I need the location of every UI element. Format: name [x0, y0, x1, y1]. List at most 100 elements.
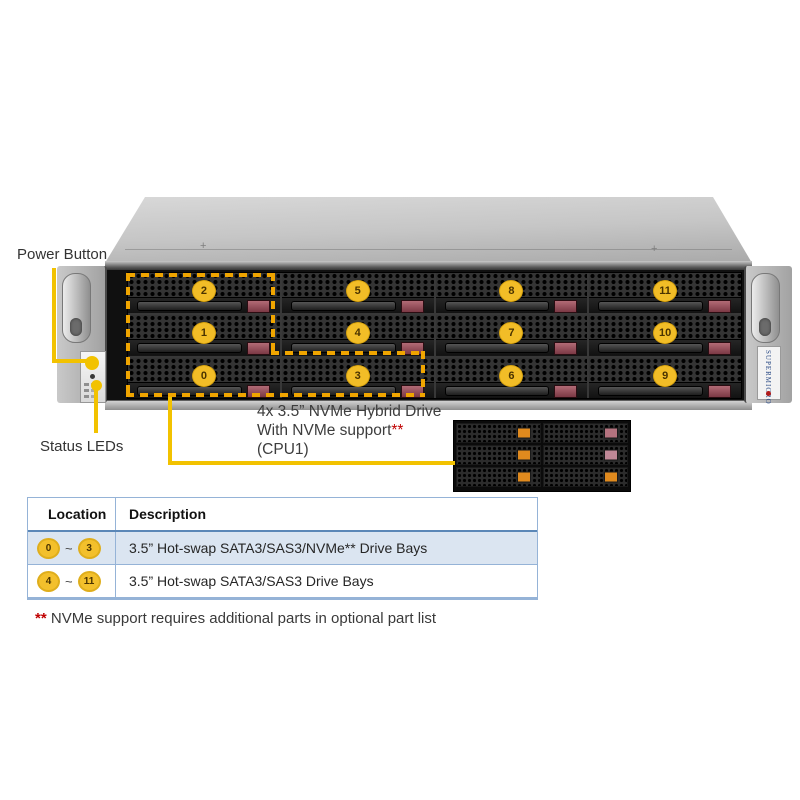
bay-latch — [246, 300, 270, 313]
bay-release-bar — [444, 385, 550, 396]
bay-release-handle — [281, 298, 434, 313]
status-led-icon — [91, 389, 94, 392]
bay-number-badge: 11 — [653, 280, 678, 302]
bay-number-badge: 4 — [345, 322, 370, 345]
power-button-pointer-dot — [85, 356, 99, 370]
description-cell: 3.5” Hot-swap SATA3/SAS3 Drive Bays — [129, 573, 374, 589]
drive-bay-2: 2 — [128, 273, 280, 314]
bay-release-bar — [444, 301, 550, 311]
bay-latch — [708, 384, 731, 398]
chassis-bottom-rail — [105, 400, 752, 410]
bay-release-bar — [137, 301, 242, 311]
bay-release-bar — [444, 343, 550, 354]
screw-icon: + — [200, 240, 207, 252]
callout-line-2: With NVMe support** — [257, 422, 404, 439]
drive-bay-1: 1 — [128, 315, 280, 356]
bay-release-handle — [128, 298, 280, 313]
bay-number-badge: 5 — [345, 280, 370, 302]
callout-line-3: (CPU1) — [257, 441, 309, 458]
bay-latch — [708, 342, 731, 356]
table-row: 0 ~ 3 3.5” Hot-swap SATA3/SAS3/NVMe** Dr… — [28, 532, 537, 565]
header-description: Description — [129, 506, 207, 522]
inset-tray-latch — [604, 427, 618, 439]
nvme-callout: 4x 3.5” NVMe Hybrid Drive With NVMe supp… — [257, 402, 441, 459]
bay-latch — [554, 300, 578, 313]
bay-range-start-badge: 4 — [37, 570, 60, 592]
nvme-outline-top — [127, 273, 275, 277]
drive-bay-table: Location Description 0 ~ 3 3.5” Hot-swap… — [27, 497, 538, 600]
inset-tray-latch — [517, 471, 531, 483]
handle-hole — [70, 318, 82, 336]
location-cell: 0 ~ 3 — [28, 532, 116, 564]
table-row: 4 ~ 11 3.5” Hot-swap SATA3/SAS3 Drive Ba… — [28, 565, 537, 597]
nvme-footnote: ** NVMe support requires additional part… — [35, 610, 436, 627]
bay-range-start-badge: 0 — [37, 537, 60, 559]
chassis-right-ear: SUPERMICRO — [744, 266, 792, 405]
bay-mesh — [128, 357, 280, 383]
power-button-label: Power Button — [17, 246, 108, 263]
bay-latch — [554, 384, 578, 398]
left-rack-handle — [62, 273, 91, 343]
drive-bay-4: 4 — [281, 315, 434, 356]
bay-number-badge: 9 — [653, 364, 678, 387]
inset-tray-latch — [604, 449, 618, 461]
bay-number-badge: 8 — [499, 280, 524, 302]
screw-icon: + — [651, 243, 658, 255]
drive-bay-10: 10 — [589, 315, 741, 356]
nvme-outline-bottom — [126, 393, 425, 397]
right-rack-handle — [751, 273, 780, 343]
callout-line-1: 4x 3.5” NVMe Hybrid Drive — [257, 403, 442, 420]
bay-range-end-badge: 11 — [77, 570, 101, 592]
bay-number-badge: 3 — [345, 364, 370, 387]
location-cell: 4 ~ 11 — [28, 565, 116, 597]
bay-release-handle — [435, 298, 588, 313]
power-button-pointer-line — [52, 268, 56, 363]
footnote-text: NVMe support requires additional parts i… — [50, 610, 437, 627]
drive-bay-5: 5 — [281, 273, 434, 314]
bay-latch — [400, 300, 424, 313]
table-header-row: Location Description — [28, 498, 537, 532]
description-cell: 3.5” Hot-swap SATA3/SAS3/NVMe** Drive Ba… — [129, 540, 428, 556]
bay-release-handle — [589, 382, 741, 398]
nvme-outline-left — [126, 273, 130, 397]
inset-pointer-line — [168, 461, 455, 465]
bay-release-bar — [137, 343, 242, 354]
bay-range-end-badge: 3 — [77, 537, 101, 559]
inset-tray — [456, 445, 541, 465]
status-led-icon — [91, 395, 94, 398]
bay-number-badge: 6 — [499, 364, 524, 387]
status-leds-label: Status LEDs — [40, 438, 124, 455]
bay-release-handle — [589, 340, 741, 356]
nvme-outline-right — [421, 351, 425, 397]
inset-tray — [543, 467, 628, 487]
drive-bay-9: 9 — [589, 357, 741, 398]
status-led-icon — [84, 389, 89, 392]
nvme-outline-mid-vertical — [271, 273, 275, 355]
inset-tray-grid — [453, 420, 631, 492]
bay-release-handle — [435, 340, 588, 356]
bay-release-bar — [598, 385, 703, 396]
supermicro-logo-text: SUPERMICRO — [764, 350, 772, 405]
status-leds-pointer-line — [94, 389, 98, 433]
bay-number-badge: 10 — [653, 322, 678, 345]
bay-latch — [708, 300, 731, 313]
header-location: Location — [28, 498, 116, 530]
drive-bay-3: 3 — [281, 357, 434, 398]
nvme-outline-mid-horizontal — [271, 351, 425, 355]
inset-tray — [456, 423, 541, 443]
bay-number-badge: 0 — [191, 364, 216, 387]
bay-number-badge: 1 — [191, 322, 216, 345]
inset-tray — [456, 467, 541, 487]
power-button-pointer-line — [52, 359, 92, 363]
bay-release-handle — [435, 382, 588, 398]
drive-bay-0: 0 — [128, 357, 280, 398]
inset-tray — [543, 423, 628, 443]
lid-seam-line — [125, 249, 732, 250]
bay-number-badge: 7 — [499, 322, 524, 345]
inset-pointer-line — [168, 397, 172, 465]
chassis-top-lid: + + — [105, 197, 752, 263]
reset-button-icon — [90, 374, 95, 379]
handle-hole — [759, 318, 771, 336]
range-tilde: ~ — [65, 540, 73, 556]
